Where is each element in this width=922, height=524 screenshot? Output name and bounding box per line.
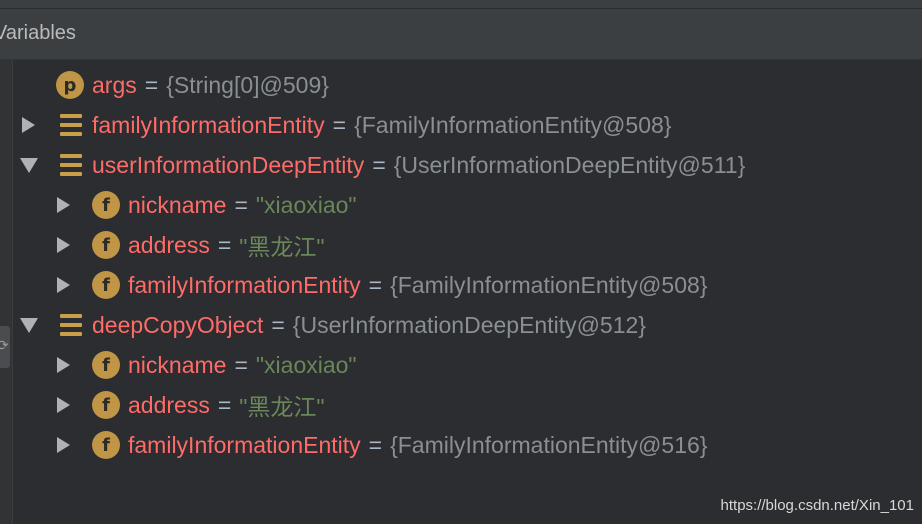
expand-arrow-icon[interactable]: [57, 237, 70, 253]
equals-sign: =: [368, 271, 383, 298]
variable-value: {FamilyInformationEntity@508}: [390, 271, 708, 298]
equals-sign: =: [271, 311, 285, 338]
expand-arrow-icon[interactable]: [57, 397, 70, 413]
field-icon: f: [92, 391, 120, 419]
tree-row-nickname[interactable]: f nickname = "xiaoxiao": [92, 345, 357, 385]
variable-name: familyInformationEntity: [128, 431, 361, 458]
equals-sign: =: [144, 71, 159, 98]
left-gutter: [0, 60, 13, 524]
variable-name: nickname: [128, 351, 227, 378]
tree-row-familyInformationEntity[interactable]: f familyInformationEntity = {FamilyInfor…: [92, 425, 707, 465]
variable-value: {UserInformationDeepEntity@511}: [393, 151, 746, 178]
equals-sign: =: [217, 231, 232, 258]
equals-sign: =: [234, 191, 248, 218]
watermark: https://blog.csdn.net/Xin_101: [720, 497, 914, 514]
variable-name: address: [128, 391, 210, 418]
field-icon: f: [92, 351, 120, 379]
field-icon: f: [92, 271, 120, 299]
equals-sign: =: [368, 431, 383, 458]
variables-panel-header: Variables: [0, 9, 922, 60]
tree-row-args[interactable]: p args = {String[0]@509}: [56, 65, 329, 105]
variable-value: "黑龙江": [239, 394, 325, 420]
equals-sign: =: [234, 351, 248, 378]
equals-sign: =: [217, 391, 232, 418]
tree-row-familyInformationEntity[interactable]: familyInformationEntity = {FamilyInforma…: [60, 105, 671, 145]
tree-row-address[interactable]: f address = "黑龙江": [92, 385, 325, 425]
field-icon: f: [92, 191, 120, 219]
collapse-arrow-icon[interactable]: [20, 318, 38, 333]
variable-name: familyInformationEntity: [92, 111, 325, 138]
equals-sign: =: [372, 151, 386, 178]
variable-name: nickname: [128, 191, 227, 218]
variable-value: {FamilyInformationEntity@508}: [354, 111, 672, 138]
fields-icon: [60, 114, 82, 136]
expand-arrow-icon[interactable]: [22, 117, 35, 133]
expand-arrow-icon[interactable]: [57, 277, 70, 293]
equals-sign: =: [332, 111, 347, 138]
variable-name: address: [128, 231, 210, 258]
field-icon: f: [92, 231, 120, 259]
variable-name: familyInformationEntity: [128, 271, 361, 298]
expand-arrow-icon[interactable]: [57, 197, 70, 213]
variable-name: userInformationDeepEntity: [92, 151, 365, 178]
variable-value: "黑龙江": [239, 234, 325, 260]
variable-name: args: [92, 71, 137, 98]
tree-row-userInformationDeepEntity[interactable]: userInformationDeepEntity = {UserInforma…: [60, 145, 745, 185]
collapse-arrow-icon[interactable]: [20, 158, 38, 173]
variable-value: "xiaoxiao": [255, 351, 357, 378]
fields-icon: [60, 154, 82, 176]
top-strip: [0, 0, 922, 9]
tree-row-deepCopyObject[interactable]: deepCopyObject = {UserInformationDeepEnt…: [60, 305, 646, 345]
side-tab-button[interactable]: ⟳: [0, 326, 10, 368]
expand-arrow-icon[interactable]: [57, 357, 70, 373]
parameter-icon: p: [56, 71, 84, 99]
tree-row-familyInformationEntity[interactable]: f familyInformationEntity = {FamilyInfor…: [92, 265, 707, 305]
variable-value: {UserInformationDeepEntity@512}: [292, 311, 646, 338]
tree-row-nickname[interactable]: f nickname = "xiaoxiao": [92, 185, 357, 225]
fields-icon: [60, 314, 82, 336]
field-icon: f: [92, 431, 120, 459]
variable-value: "xiaoxiao": [255, 191, 357, 218]
variable-value: {String[0]@509}: [166, 71, 329, 98]
tree-row-address[interactable]: f address = "黑龙江": [92, 225, 325, 265]
variables-tree: p args = {String[0]@509} familyInformati…: [13, 60, 922, 524]
panel-title: Variables: [0, 22, 76, 44]
variable-name: deepCopyObject: [92, 311, 264, 338]
restore-icon: ⟳: [0, 338, 9, 354]
variable-value: {FamilyInformationEntity@516}: [390, 431, 708, 458]
expand-arrow-icon[interactable]: [57, 437, 70, 453]
